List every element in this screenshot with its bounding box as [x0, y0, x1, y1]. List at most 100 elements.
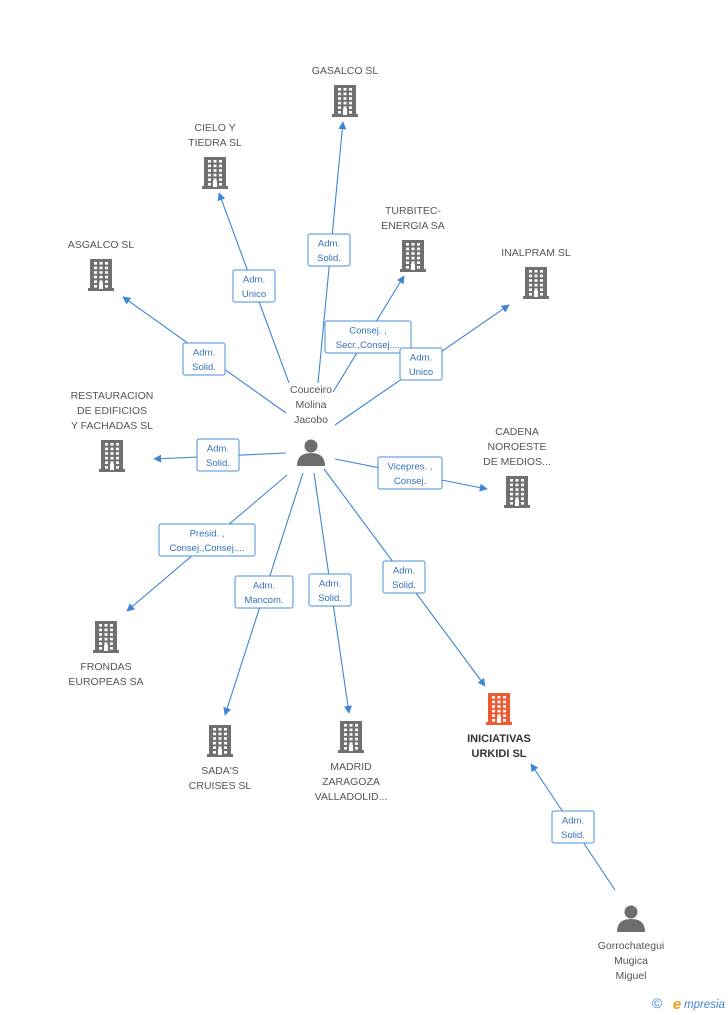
edge-label-box: [399, 347, 443, 381]
edge-label-gorrochategui-to-iniciativas[interactable]: Adm. Solid.: [551, 810, 595, 844]
node-label-line: RESTAURACION: [71, 390, 154, 402]
edge-label-text: Consej.,Consej....: [170, 543, 245, 554]
edge-label-couceiro-to-gasalco[interactable]: Adm. Solid.: [307, 233, 351, 267]
edge-label-text: Solid.: [206, 458, 230, 469]
edge-label-text: Adm.: [253, 581, 275, 592]
company-node-sadas[interactable]: SADA'S CRUISES SL: [189, 725, 252, 792]
edge-label-couceiro-to-sadas[interactable]: Adm. Mancom.: [234, 575, 294, 609]
node-label-line: INICIATIVAS: [467, 733, 531, 745]
node-label-line: ZARAGOZA: [322, 776, 380, 788]
node-label-line: Mugica: [614, 955, 648, 967]
edge-label-box: [234, 575, 294, 609]
node-label-line: VALLADOLID...: [315, 791, 388, 803]
edge-label-couceiro-to-restauracion[interactable]: Adm.Solid.: [196, 438, 240, 472]
node-label-line: CADENA: [495, 426, 539, 438]
edge-label-couceiro-to-frondas[interactable]: Presid. , Consej.,Consej....: [158, 523, 256, 557]
edge-label-couceiro-to-inalpram[interactable]: Adm.Unico: [399, 347, 443, 381]
edge-label-box: [307, 233, 351, 267]
node-label-line: TURBITEC-: [385, 205, 442, 217]
brand-name: mpresia: [684, 999, 725, 1011]
node-label-line: SADA'S: [201, 765, 239, 777]
company-node-iniciativas[interactable]: INICIATIVAS URKIDI SL: [467, 693, 531, 760]
edge-label-text: Mancom.: [244, 595, 283, 606]
node-label-line: Couceiro: [290, 384, 332, 396]
edge-label-text: Solid.: [317, 253, 341, 264]
company-node-restauracion[interactable]: RESTAURACION DE EDIFICIOS Y FACHADAS SL: [71, 390, 154, 472]
node-label-line: MADRID: [330, 761, 372, 773]
node-label-line: CIELO Y: [194, 122, 235, 134]
node-label-line: Jacobo: [294, 414, 328, 426]
building-icon: [486, 693, 512, 725]
edge-label-couceiro-to-iniciativas[interactable]: Adm.Solid.: [382, 560, 426, 594]
edge-label-box: [308, 573, 352, 607]
edge-label-text: Adm.: [562, 816, 584, 827]
edge-label-couceiro-to-cielo[interactable]: Adm. Unico: [232, 269, 276, 303]
edge-label-text: Adm.: [410, 353, 432, 364]
edge-label-text: Consej.: [394, 476, 426, 487]
node-label-line: Gorrochategui: [598, 940, 665, 952]
edge-label-text: Secr.,Consej....: [336, 340, 400, 351]
company-node-madrid[interactable]: MADRID ZARAGOZA VALLADOLID...: [315, 721, 388, 803]
edge-label-text: Solid.: [318, 593, 342, 604]
company-node-inalpram[interactable]: INALPRAM SL: [501, 247, 571, 299]
node-label-line: Molina: [296, 399, 327, 411]
person-icon: [617, 905, 645, 932]
node-label-line: FRONDAS: [80, 661, 131, 673]
node-label-line: Miguel: [616, 970, 647, 982]
node-label-line: Y FACHADAS SL: [71, 420, 153, 432]
node-label-line: DE EDIFICIOS: [77, 405, 147, 417]
edge-label-box: [324, 320, 412, 354]
node-label-line: NOROESTE: [488, 441, 547, 453]
node-label-line: EUROPEAS SA: [68, 676, 143, 688]
node-label-line: ENERGIA SA: [381, 220, 445, 232]
node-label-line: GASALCO SL: [312, 65, 379, 77]
node-label-line: ASGALCO SL: [68, 239, 135, 251]
copyright-symbol: ©: [652, 995, 663, 1011]
building-icon: [400, 240, 426, 272]
footer-brand[interactable]: © e mpresia: [652, 995, 725, 1013]
edge-label-text: Adm.: [393, 566, 415, 577]
building-icon: [504, 476, 530, 508]
node-label-line: CRUISES SL: [189, 780, 252, 792]
building-icon: [202, 157, 228, 189]
edge-label-text: Adm.: [318, 239, 340, 250]
edge-label-text: Adm.: [319, 579, 341, 590]
edge-label-couceiro-to-cadena[interactable]: Vicepres. , Consej.: [377, 456, 443, 490]
edge-label-couceiro-to-turbitec[interactable]: Consej. , Secr.,Consej....: [324, 320, 412, 354]
company-node-gasalco[interactable]: GASALCO SL: [312, 65, 379, 117]
edge-label-text: Solid.: [561, 830, 585, 841]
node-label-line: URKIDI SL: [472, 748, 527, 760]
company-node-asgalco[interactable]: ASGALCO SL: [68, 239, 135, 291]
node-label-line: DE MEDIOS...: [483, 456, 551, 468]
edge-label-couceiro-to-asgalco[interactable]: Adm.Solid.: [182, 342, 226, 376]
edge-label-text: Adm.: [193, 348, 215, 359]
node-label-line: INALPRAM SL: [501, 247, 571, 259]
building-icon: [338, 721, 364, 753]
edge-label-text: Presid. ,: [190, 529, 225, 540]
building-icon: [99, 440, 125, 472]
edge-label-box: [196, 438, 240, 472]
person-icon: [297, 439, 325, 466]
edge-label-text: Unico: [242, 289, 266, 300]
building-icon: [332, 85, 358, 117]
edge-label-box: [377, 456, 443, 490]
edge-label-text: Adm.: [243, 275, 265, 286]
edge-label-box: [551, 810, 595, 844]
edges-layer: [122, 121, 616, 891]
company-node-cadena[interactable]: CADENA NOROESTE DE MEDIOS...: [483, 426, 551, 508]
company-node-turbitec[interactable]: TURBITEC- ENERGIA SA: [381, 205, 445, 272]
building-icon: [88, 259, 114, 291]
building-icon: [523, 267, 549, 299]
building-icon: [93, 621, 119, 653]
edge-label-text: Vicepres. ,: [388, 462, 433, 473]
edge-label-text: Consej. ,: [349, 326, 387, 337]
company-node-frondas[interactable]: FRONDAS EUROPEAS SA: [68, 621, 144, 688]
edge-label-couceiro-to-madrid[interactable]: Adm. Solid.: [308, 573, 352, 607]
edge-label-box: [158, 523, 256, 557]
